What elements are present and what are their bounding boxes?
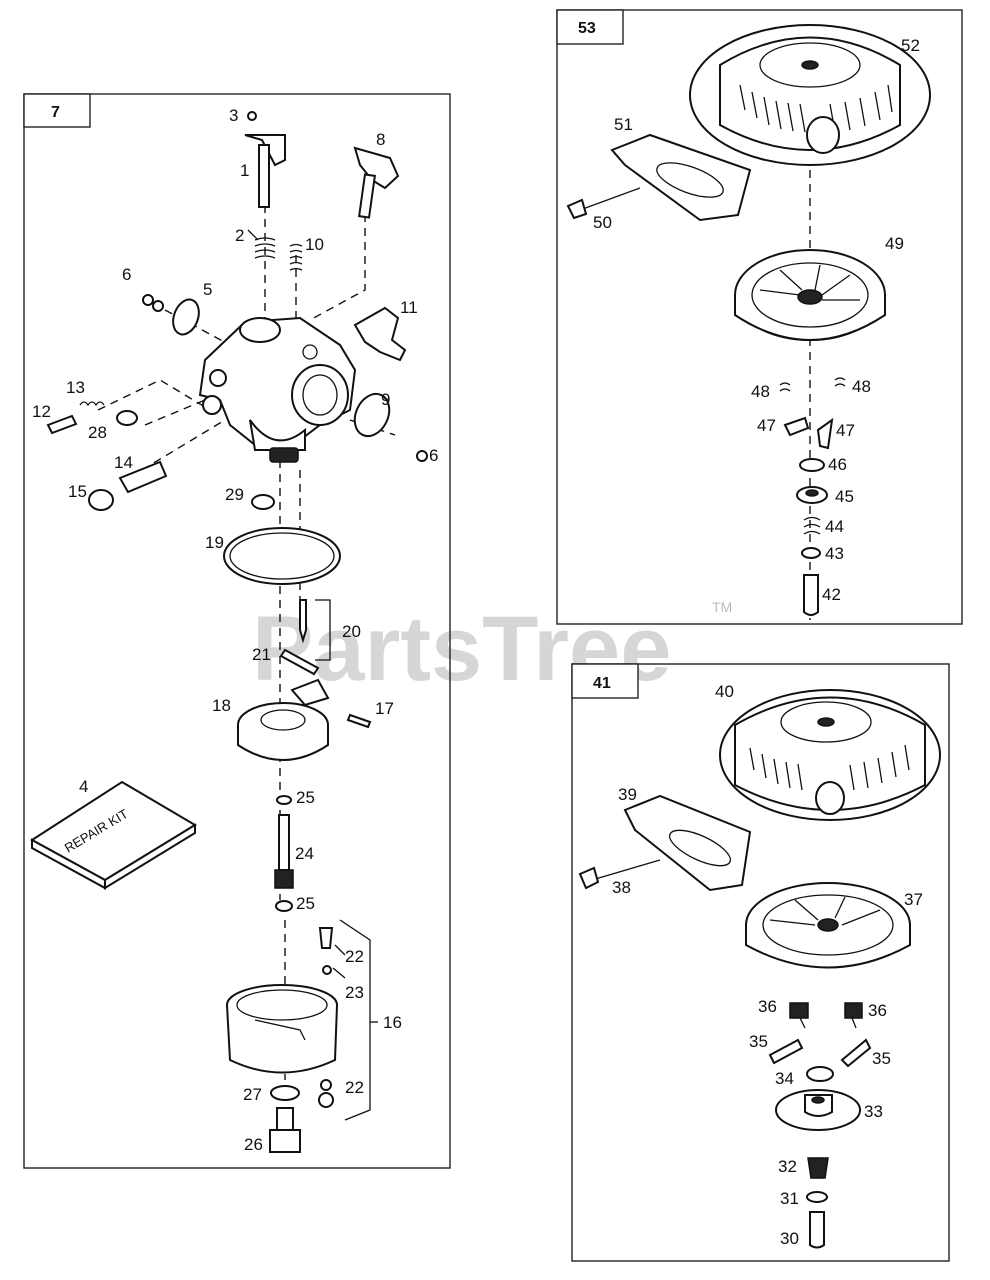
label-47: 47 [757, 416, 776, 435]
label-3: 3 [229, 106, 238, 125]
label-11: 11 [400, 298, 418, 317]
label-15: 15 [68, 482, 87, 501]
label-47b: 47 [836, 421, 855, 440]
label-43: 43 [825, 544, 844, 563]
label-17: 17 [375, 699, 394, 718]
panel-carburetor: 7 [23, 93, 451, 1169]
label-21: 21 [252, 645, 271, 664]
label-25: 25 [296, 788, 315, 807]
label-38: 38 [612, 878, 631, 897]
label-13: 13 [66, 378, 85, 397]
label-35b: 35 [872, 1049, 891, 1068]
label-2: 2 [235, 226, 244, 245]
label-34: 34 [775, 1069, 794, 1088]
starter-53-labels: 52 51 50 49 48 48 47 47 46 45 44 43 42 [593, 36, 920, 604]
panel-starter-41: 41 [571, 663, 950, 1262]
label-19: 19 [205, 533, 224, 552]
label-9: 9 [381, 390, 390, 409]
starter-41-labels: 40 39 38 37 36 36 35 35 34 33 32 31 30 [612, 682, 923, 1248]
label-32: 32 [778, 1157, 797, 1176]
panel-tag-7: 7 [51, 104, 60, 121]
label-6: 6 [122, 265, 131, 284]
label-14: 14 [114, 453, 133, 472]
label-31: 31 [780, 1189, 799, 1208]
label-45: 45 [835, 487, 854, 506]
label-22: 22 [345, 947, 364, 966]
label-25b: 25 [296, 894, 315, 913]
label-29: 29 [225, 485, 244, 504]
label-39: 39 [618, 785, 637, 804]
label-48b: 48 [852, 377, 871, 396]
label-49: 49 [885, 234, 904, 253]
label-22b: 22 [345, 1078, 364, 1097]
panel-tag-41: 41 [593, 675, 611, 692]
carburetor-labels: 3 1 8 2 10 6 5 11 13 12 28 9 14 6 15 29 … [32, 106, 438, 1154]
label-50: 50 [593, 213, 612, 232]
label-4: 4 [79, 777, 88, 796]
label-10: 10 [305, 235, 324, 254]
label-26: 26 [244, 1135, 263, 1154]
label-36b: 36 [868, 1001, 887, 1020]
label-30: 30 [780, 1229, 799, 1248]
panel-starter-53: 53 [556, 9, 963, 625]
label-42: 42 [822, 585, 841, 604]
repair-kit-card: 4 REPAIR KIT [30, 777, 197, 890]
label-44: 44 [825, 517, 844, 536]
label-28: 28 [88, 423, 107, 442]
watermark-tm: TM [712, 599, 732, 615]
label-16: 16 [383, 1013, 402, 1032]
label-37: 37 [904, 890, 923, 909]
label-33: 33 [864, 1102, 883, 1121]
label-52: 52 [901, 36, 920, 55]
label-46: 46 [828, 455, 847, 474]
label-6b: 6 [429, 446, 438, 465]
label-5: 5 [203, 280, 212, 299]
label-40: 40 [715, 682, 734, 701]
label-27: 27 [243, 1085, 262, 1104]
label-51: 51 [614, 115, 633, 134]
panel-tag-53: 53 [578, 20, 596, 37]
label-48: 48 [751, 382, 770, 401]
label-18: 18 [212, 696, 231, 715]
label-12: 12 [32, 402, 51, 421]
label-8: 8 [376, 130, 385, 149]
label-24: 24 [295, 844, 314, 863]
label-23: 23 [345, 983, 364, 1002]
label-36: 36 [758, 997, 777, 1016]
label-1: 1 [240, 161, 249, 180]
label-35: 35 [749, 1032, 768, 1051]
label-20: 20 [342, 622, 361, 641]
